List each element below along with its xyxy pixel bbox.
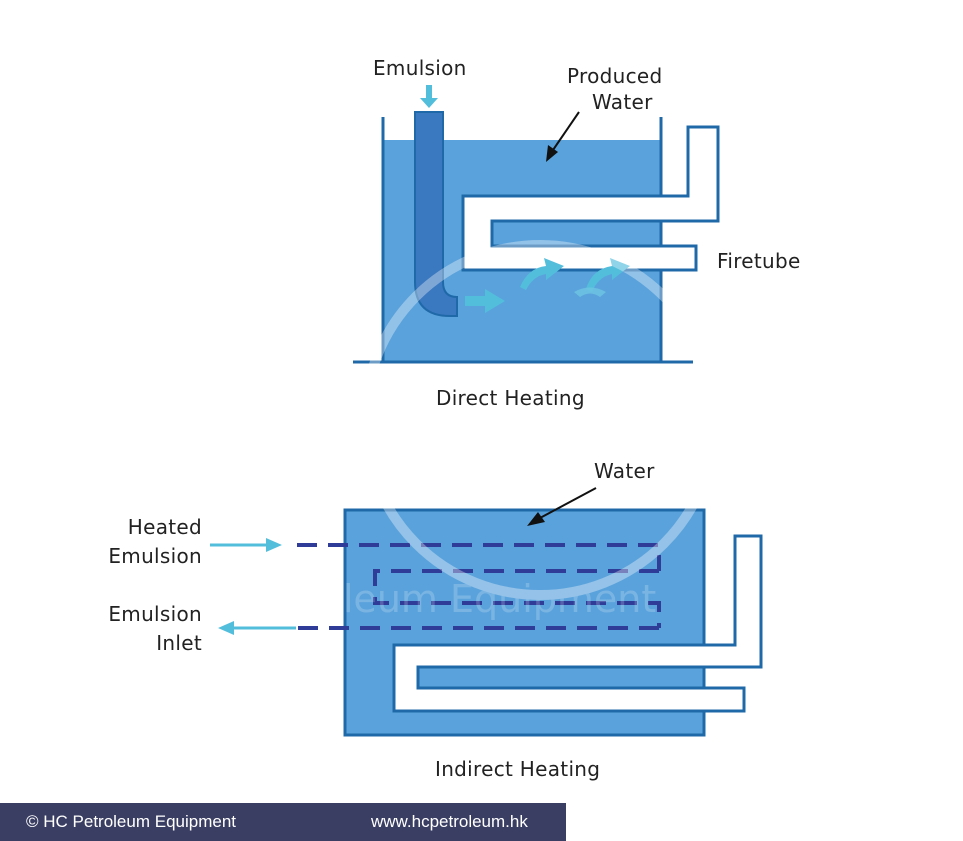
water-pointer-head	[527, 512, 545, 526]
caption-direct-heating: Direct Heating	[436, 386, 585, 410]
label-emulsion-inlet-1: Emulsion	[108, 602, 202, 626]
direct-heating-vessel	[353, 85, 720, 364]
emulsion-inlet-arrow	[218, 621, 296, 635]
produced-water-pointer	[552, 111, 580, 151]
produced-water-pointer-head	[546, 145, 558, 162]
label-heated-emulsion-1: Heated	[128, 515, 202, 539]
footer-bar: © HC Petroleum Equipment www.hcpetroleum…	[0, 803, 566, 841]
footer-copyright: © HC Petroleum Equipment	[26, 812, 237, 831]
flow-arrow-right	[465, 289, 505, 313]
label-heated-emulsion-2: Emulsion	[108, 544, 202, 568]
emulsion-downcomer-pipe	[414, 111, 458, 317]
watermark-text: Petroleum Equipment	[245, 577, 656, 621]
footer-website: www.hcpetroleum.hk	[371, 812, 528, 831]
coil-outlet-pass	[297, 543, 661, 571]
label-produced-water-2: Water	[592, 90, 653, 114]
flow-swirl	[574, 287, 606, 297]
flow-arrow-up-1	[520, 258, 564, 290]
indirect-firetube	[392, 534, 763, 713]
emulsion-down-arrow	[420, 85, 438, 108]
watermark-logo: Petroleum Equipment	[245, 240, 720, 621]
coil-middle-pass	[373, 569, 661, 628]
indirect-heating-vessel	[210, 487, 763, 737]
label-emulsion-inlet-2: Inlet	[156, 631, 202, 655]
flow-arrow-up-2	[586, 258, 630, 292]
label-produced-water-1: Produced	[567, 64, 663, 88]
label-water: Water	[594, 459, 655, 483]
heating-coil	[297, 543, 661, 630]
water-pointer	[539, 487, 597, 519]
label-emulsion: Emulsion	[373, 56, 467, 80]
heated-emulsion-arrow	[210, 538, 282, 552]
caption-indirect-heating: Indirect Heating	[435, 757, 600, 781]
label-firetube: Firetube	[717, 249, 801, 273]
